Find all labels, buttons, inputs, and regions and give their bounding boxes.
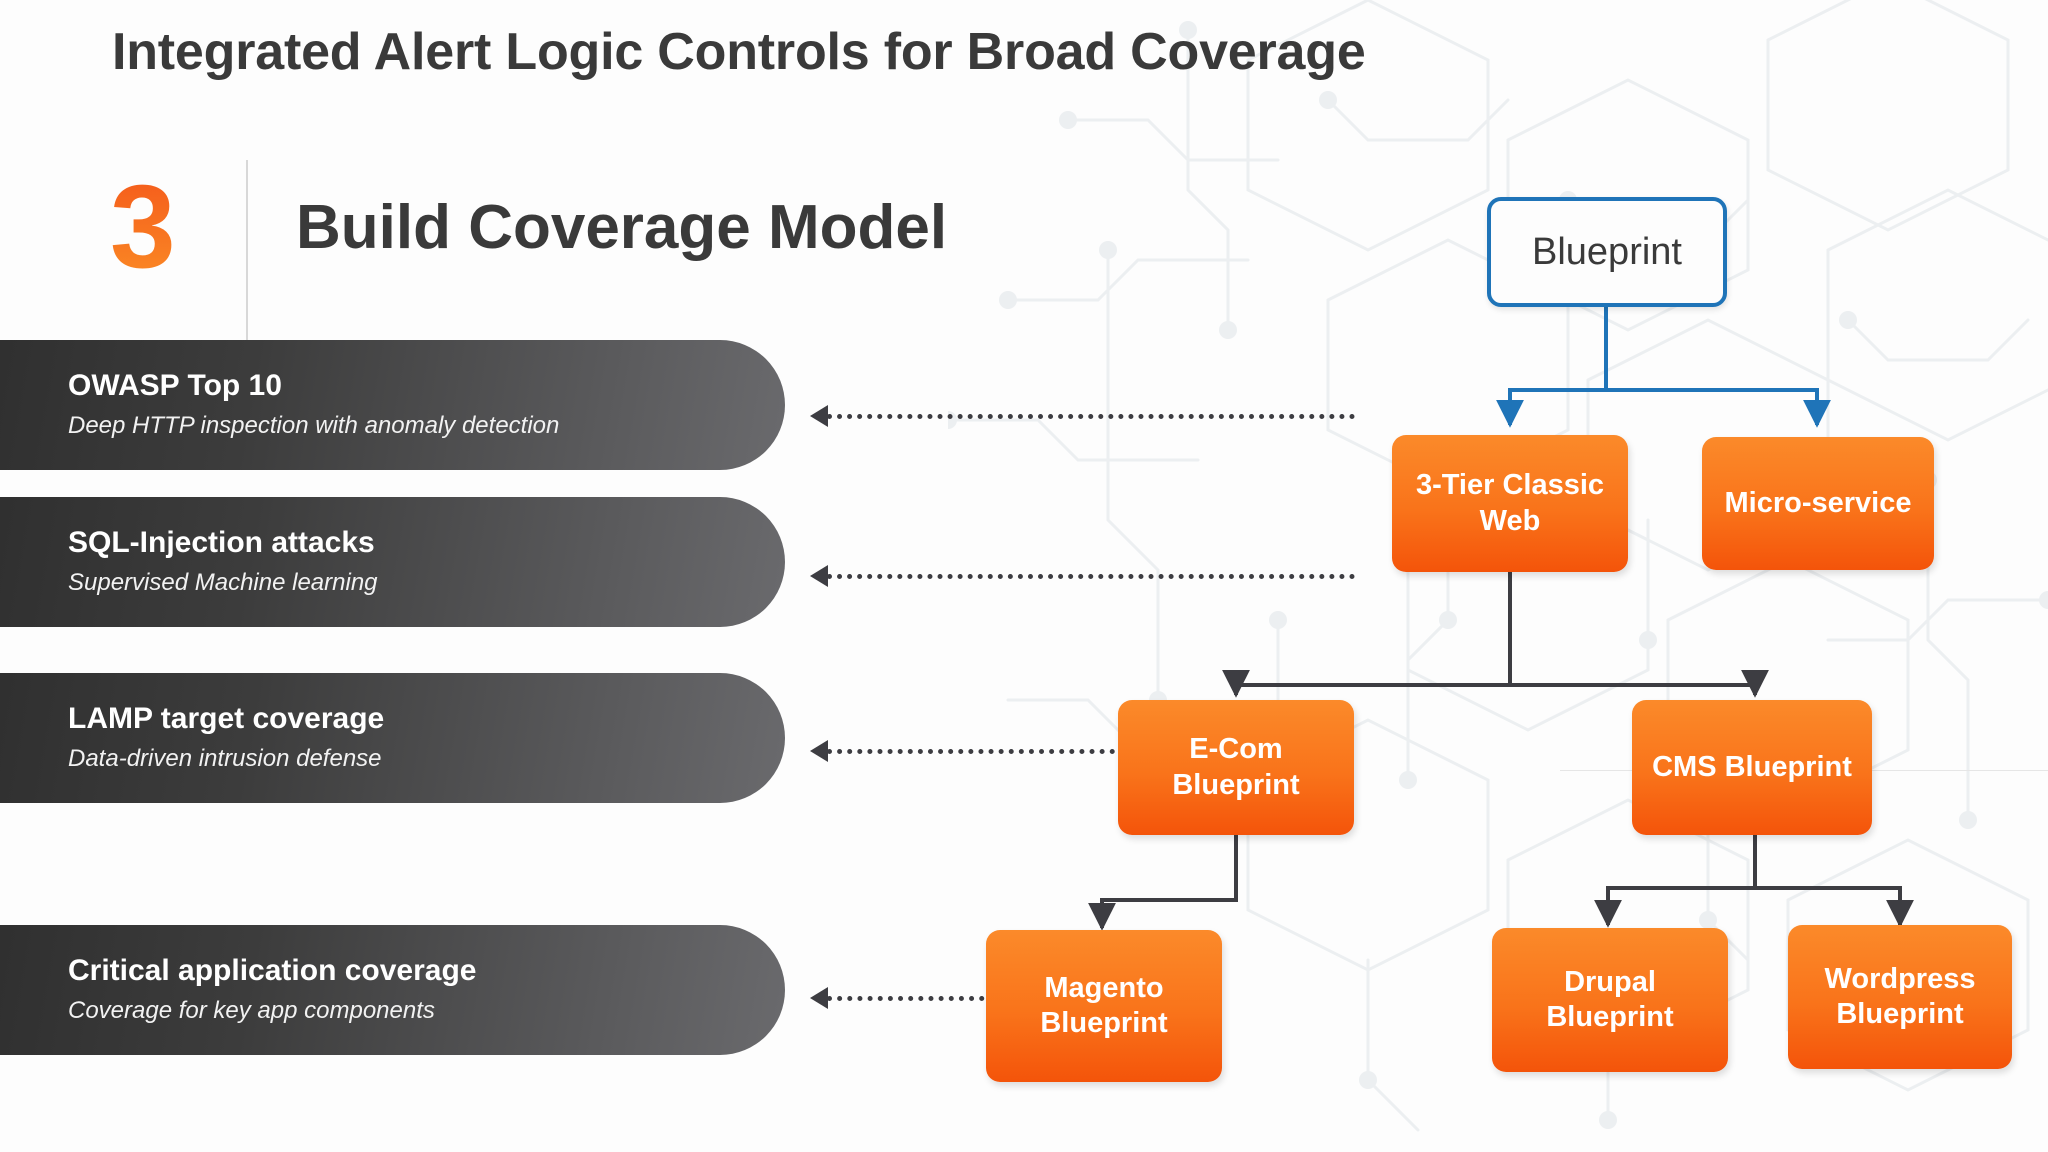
capability-subtitle: Coverage for key app components (68, 996, 435, 1024)
capability-subtitle: Supervised Machine learning (68, 568, 378, 596)
dotted-line (827, 573, 1355, 579)
capability-title: OWASP Top 10 (68, 369, 282, 403)
node-label: E-Com Blueprint (1172, 733, 1300, 801)
node-wordpress-blueprint[interactable]: Wordpress Blueprint (1788, 925, 2012, 1069)
header-divider (246, 160, 248, 340)
dotted-arrow-critical-app (810, 987, 1025, 1009)
arrowhead-left-icon (810, 740, 828, 762)
capability-subtitle: Data-driven intrusion defense (68, 744, 382, 772)
node-magento-blueprint[interactable]: Magento Blueprint (986, 930, 1222, 1082)
dotted-line (827, 413, 1355, 419)
dotted-arrow-sql-injection (810, 565, 1355, 587)
capability-pill-owasp[interactable]: OWASP Top 10 Deep HTTP inspection with a… (0, 340, 785, 470)
node-label: Micro-service (1724, 486, 1912, 519)
node-label: Blueprint (1532, 230, 1682, 273)
node-cms-blueprint[interactable]: CMS Blueprint (1632, 700, 1872, 835)
capability-pill-critical-app[interactable]: Critical application coverage Coverage f… (0, 925, 785, 1055)
capability-title: SQL-Injection attacks (68, 526, 375, 560)
page-title: Integrated Alert Logic Controls for Broa… (112, 23, 1366, 81)
dotted-arrow-lamp (810, 740, 1115, 762)
node-label: CMS Blueprint (1652, 750, 1852, 783)
capability-subtitle: Deep HTTP inspection with anomaly detect… (68, 411, 560, 439)
node-label: Drupal Blueprint (1546, 965, 1674, 1033)
dotted-arrow-owasp (810, 405, 1355, 427)
arrowhead-left-icon (810, 405, 828, 427)
step-number: 3 (110, 161, 176, 293)
node-label: Wordpress Blueprint (1824, 962, 1976, 1030)
dotted-line (827, 748, 1115, 754)
node-label: 3-Tier Classic Web (1415, 469, 1605, 537)
node-drupal-blueprint[interactable]: Drupal Blueprint (1492, 928, 1728, 1072)
capability-title: Critical application coverage (68, 954, 477, 988)
node-blueprint-root[interactable]: Blueprint (1487, 197, 1727, 307)
dotted-line (827, 995, 1025, 1001)
capability-pill-lamp[interactable]: LAMP target coverage Data-driven intrusi… (0, 673, 785, 803)
capability-title: LAMP target coverage (68, 702, 385, 736)
node-label: Magento Blueprint (1040, 971, 1168, 1039)
node-micro-service[interactable]: Micro-service (1702, 437, 1934, 570)
capability-pill-sql-injection[interactable]: SQL-Injection attacks Supervised Machine… (0, 497, 785, 627)
node-3-tier-classic-web[interactable]: 3-Tier Classic Web (1392, 435, 1628, 572)
arrowhead-left-icon (810, 565, 828, 587)
section-heading: Build Coverage Model (296, 193, 948, 262)
node-ecom-blueprint[interactable]: E-Com Blueprint (1118, 700, 1354, 835)
arrowhead-left-icon (810, 987, 828, 1009)
